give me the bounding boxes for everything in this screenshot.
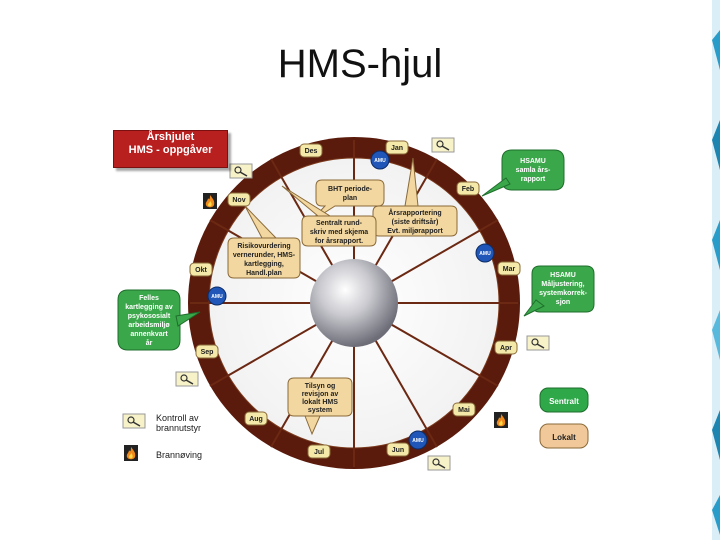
month-badge-apr: Apr bbox=[494, 340, 518, 355]
callout-hsamu-justering-line: sjon bbox=[556, 299, 570, 306]
legend-kontroll-line: brannutstyr bbox=[156, 423, 202, 433]
legend-lokalt-label: Lokalt bbox=[552, 433, 576, 442]
legend-kontroll-text: Kontroll av brannutstyr bbox=[156, 413, 201, 433]
callout-hsamu-justering: HSAMU Måljustering, systemkorrek- sjon bbox=[523, 265, 595, 317]
magnifier-icon bbox=[229, 163, 253, 179]
month-badge-jul: Jul bbox=[307, 444, 331, 459]
center-sphere bbox=[310, 259, 398, 347]
callout-felles: Felles kartlegging av psykososialt arbei… bbox=[117, 289, 201, 351]
callout-felles-line: psykososialt bbox=[128, 313, 171, 320]
fire-icon bbox=[203, 193, 217, 209]
legend-brannoving-text: Brannøving bbox=[156, 450, 203, 460]
callout-felles-line: år bbox=[146, 339, 153, 347]
month-label: Des bbox=[305, 148, 318, 155]
fire-icons bbox=[203, 193, 508, 428]
month-label: Jun bbox=[392, 447, 404, 454]
month-label: Mai bbox=[458, 407, 470, 414]
callout-risiko-line: vernerunder, HMS- bbox=[233, 252, 296, 259]
callout-hsamu-rapport-line: HSAMU bbox=[520, 158, 546, 165]
magnifier-icon bbox=[427, 455, 451, 471]
callout-hsamu-rapport-line: samla års- bbox=[516, 166, 551, 174]
month-badge-aug: Aug bbox=[244, 411, 268, 426]
slide-title: HMS-hjul bbox=[277, 42, 443, 86]
callout-sentralt-line: skriv med skjema bbox=[310, 229, 368, 236]
magnifier-icon bbox=[175, 371, 199, 387]
month-badge-jun: Jun bbox=[386, 442, 410, 457]
callout-sentralt-rund: Sentralt rund- skriv med skjema for årsr… bbox=[281, 185, 377, 247]
callout-tilsyn-line: revisjon av bbox=[302, 391, 339, 398]
amu-label: AMU bbox=[479, 251, 491, 257]
legend-kontroll-line: Kontroll av bbox=[156, 413, 199, 423]
amu-label: AMU bbox=[211, 294, 223, 300]
amu-label: AMU bbox=[412, 438, 424, 444]
callout-hsamu-justering-line: Måljustering, bbox=[541, 280, 584, 288]
callout-tilsyn-line: system bbox=[308, 407, 332, 414]
month-label: Jan bbox=[391, 145, 403, 152]
callout-tilsyn: Tilsyn og revisjon av lokalt HMS system bbox=[287, 377, 353, 436]
callout-arsrapport-line: Årsrapportering bbox=[388, 208, 441, 217]
amu-badge-jan: AMU bbox=[370, 150, 390, 170]
magnifier-icons bbox=[175, 137, 550, 471]
callout-risiko-line: kartlegging, bbox=[244, 261, 284, 268]
callout-felles-line: kartlegging av bbox=[125, 304, 173, 311]
accent-strip bbox=[712, 0, 720, 540]
month-badges: Jan Feb Mar Apr Mai Jun Jul Aug Sep Okt … bbox=[189, 140, 521, 459]
amu-badge-mar: AMU bbox=[475, 243, 495, 263]
month-badge-des: Des bbox=[299, 143, 323, 158]
callout-tilsyn-line: Tilsyn og bbox=[305, 383, 336, 390]
legend-lokalt: Lokalt bbox=[539, 423, 589, 449]
callout-sentralt-line: Sentralt rund- bbox=[316, 220, 363, 227]
amu-label: AMU bbox=[374, 158, 386, 164]
callout-hsamu-justering-line: HSAMU bbox=[550, 272, 576, 279]
callout-arsrapport-line: Evt. miljørapport bbox=[387, 228, 443, 235]
callout-risiko: Risikovurdering vernerunder, HMS- kartle… bbox=[227, 205, 301, 279]
callout-hsamu-rapport-line: rapport bbox=[521, 176, 546, 183]
callout-felles-line: arbeidsmiljø bbox=[128, 322, 170, 329]
amu-badges: AMU AMU AMU AMU bbox=[207, 150, 495, 450]
month-badge-okt: Okt bbox=[189, 262, 213, 277]
month-badge-jan: Jan bbox=[385, 140, 409, 155]
callout-arsrapport: Årsrapportering (siste driftsår) Evt. mi… bbox=[372, 157, 458, 237]
month-badge-sep: Sep bbox=[195, 344, 219, 359]
month-label: Sep bbox=[201, 349, 214, 356]
magnifier-icon bbox=[526, 335, 550, 351]
callout-bht-line: BHT periode- bbox=[328, 186, 373, 193]
callout-felles-line: annenkvart bbox=[130, 331, 168, 338]
month-label: Aug bbox=[249, 416, 263, 423]
callout-arsrapport-line: (siste driftsår) bbox=[392, 218, 439, 226]
month-badge-feb: Feb bbox=[456, 181, 480, 196]
month-badge-nov: Nov bbox=[227, 192, 251, 207]
month-badge-mai: Mai bbox=[452, 402, 476, 417]
legend-sentralt: Sentralt bbox=[539, 387, 589, 413]
callout-risiko-line: Risikovurdering bbox=[237, 243, 290, 250]
callout-risiko-line: Handl.plan bbox=[246, 270, 282, 277]
legend-fire-icon bbox=[124, 445, 138, 461]
header-box: Årshjulet HMS - oppgåver bbox=[113, 130, 228, 168]
amu-badge-okt: AMU bbox=[207, 286, 227, 306]
legend-magnifier-icon bbox=[122, 413, 146, 429]
month-label: Okt bbox=[195, 267, 207, 274]
amu-badge-jun: AMU bbox=[408, 430, 428, 450]
callout-bht-line: plan bbox=[343, 195, 357, 202]
header-box-line2: HMS - oppgåver bbox=[128, 144, 213, 156]
header-box-line1: Årshjulet bbox=[146, 131, 195, 143]
legend-sentralt-label: Sentralt bbox=[549, 397, 579, 406]
month-label: Apr bbox=[500, 345, 512, 352]
magnifier-icon bbox=[431, 137, 455, 153]
callout-hsamu-justering-line: systemkorrek- bbox=[539, 290, 588, 297]
month-label: Jul bbox=[314, 449, 324, 456]
fire-icon bbox=[494, 412, 508, 428]
month-label: Nov bbox=[232, 197, 245, 204]
month-badge-mar: Mar bbox=[497, 261, 521, 276]
callout-tilsyn-line: lokalt HMS bbox=[302, 399, 338, 406]
callout-hsamu-rapport: HSAMU samla års- rapport bbox=[481, 149, 565, 197]
callout-sentralt-line: for årsrapport. bbox=[315, 237, 363, 245]
month-label: Feb bbox=[462, 186, 474, 193]
callout-felles-line: Felles bbox=[139, 295, 159, 302]
month-label: Mar bbox=[503, 266, 516, 273]
